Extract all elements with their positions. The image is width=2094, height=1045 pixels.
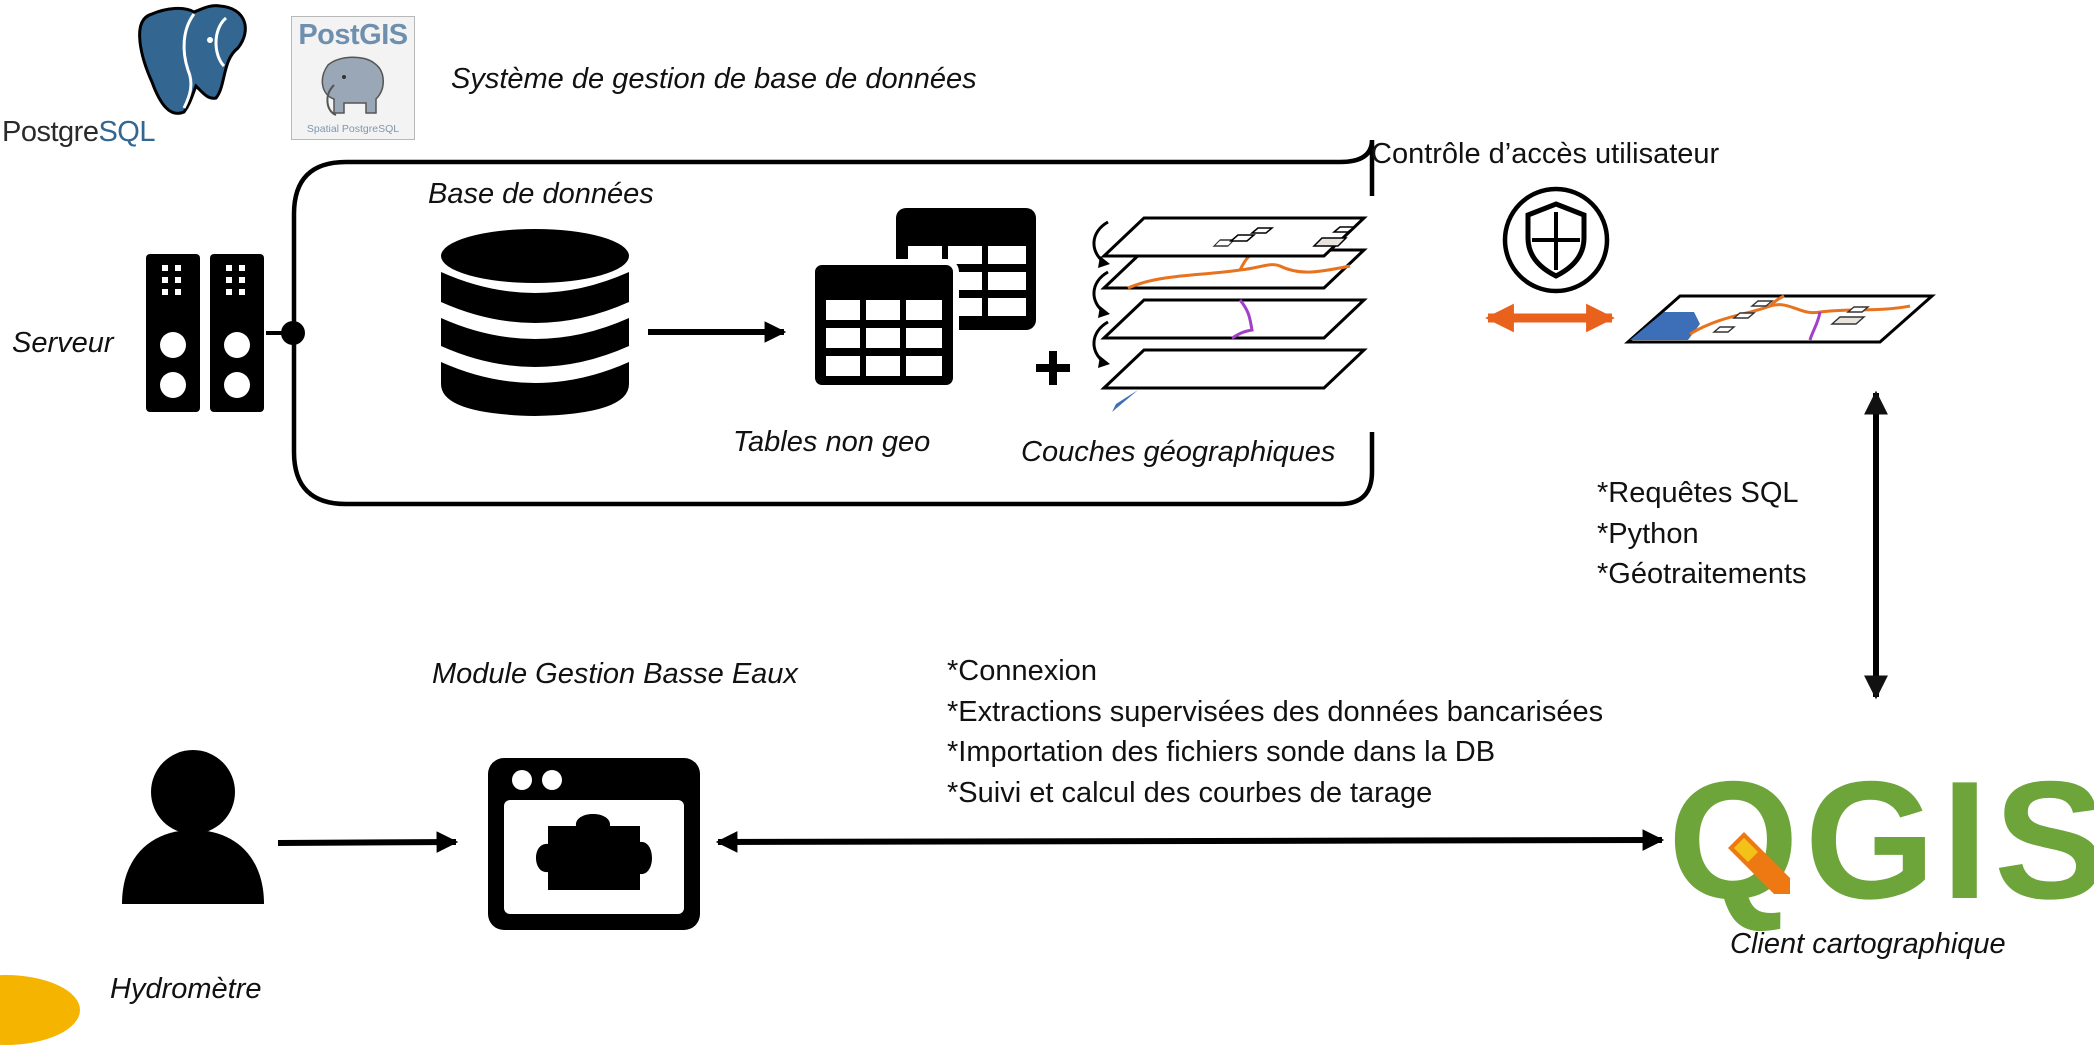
server-icon — [146, 254, 264, 412]
user-to-module-arrow — [277, 831, 459, 853]
hydrometre-label: Hydromètre — [110, 973, 262, 1005]
shield-icon — [1502, 186, 1610, 294]
tables-label: Tables non geo — [733, 426, 931, 458]
qgis-pencil-icon — [1728, 832, 1790, 894]
plugin-window-icon — [488, 758, 700, 930]
table-icon — [809, 208, 1036, 391]
client-label: Client cartographique — [1730, 928, 2006, 960]
postgresql-wordmark-suffix: SQL — [98, 116, 155, 148]
qgis-logo: QGIS — [1668, 752, 2094, 928]
postgresql-logo-icon — [138, 4, 247, 115]
postgresql-wordmark-prefix: Postgre — [2, 116, 99, 148]
postgis-logo-subtitle: Spatial PostgreSQL — [306, 123, 400, 135]
elephant-icon — [321, 56, 384, 116]
module-feature-item: *Extractions supervisées des données ban… — [947, 695, 1604, 728]
database-icon — [441, 229, 629, 416]
module-label: Module Gestion Basse Eaux — [432, 658, 798, 690]
qgis-feature-item: *Géotraitements — [1597, 558, 1807, 590]
module-feature-item: *Importation des fichiers sonde dans la … — [947, 736, 1496, 768]
module-feature-item: *Suivi et calcul des courbes de tarage — [947, 776, 1433, 809]
module-feature-item: *Connexion — [947, 655, 1097, 687]
map-layers-icon — [1092, 216, 1368, 412]
qgis-feature-list: *Requêtes SQL *Python *Géotraitements — [1597, 473, 1807, 595]
module-qgis-arrow — [715, 829, 1665, 853]
postgis-logo: PostGIS Spatial PostgreSQL — [291, 16, 415, 140]
plus-icon — [1036, 351, 1070, 385]
access-control-label: Contrôle d’accès utilisateur — [1371, 138, 1720, 170]
user-icon — [122, 750, 264, 904]
qgis-feature-item: *Python — [1597, 517, 1699, 550]
architecture-diagram — [122, 4, 1936, 930]
module-feature-list: *Connexion *Extractions supervisées des … — [947, 651, 1603, 813]
map-icon — [1624, 294, 1936, 344]
server-label: Serveur — [12, 327, 114, 359]
database-label: Base de données — [428, 178, 654, 210]
qgis-feature-item: *Requêtes SQL — [1597, 477, 1799, 509]
postgresql-wordmark: PostgreSQL — [2, 116, 155, 149]
postgis-logo-title: PostGIS — [298, 19, 408, 51]
geo-layers-label: Couches géographiques — [1021, 436, 1336, 468]
dbms-label: Système de gestion de base de données — [451, 63, 977, 95]
